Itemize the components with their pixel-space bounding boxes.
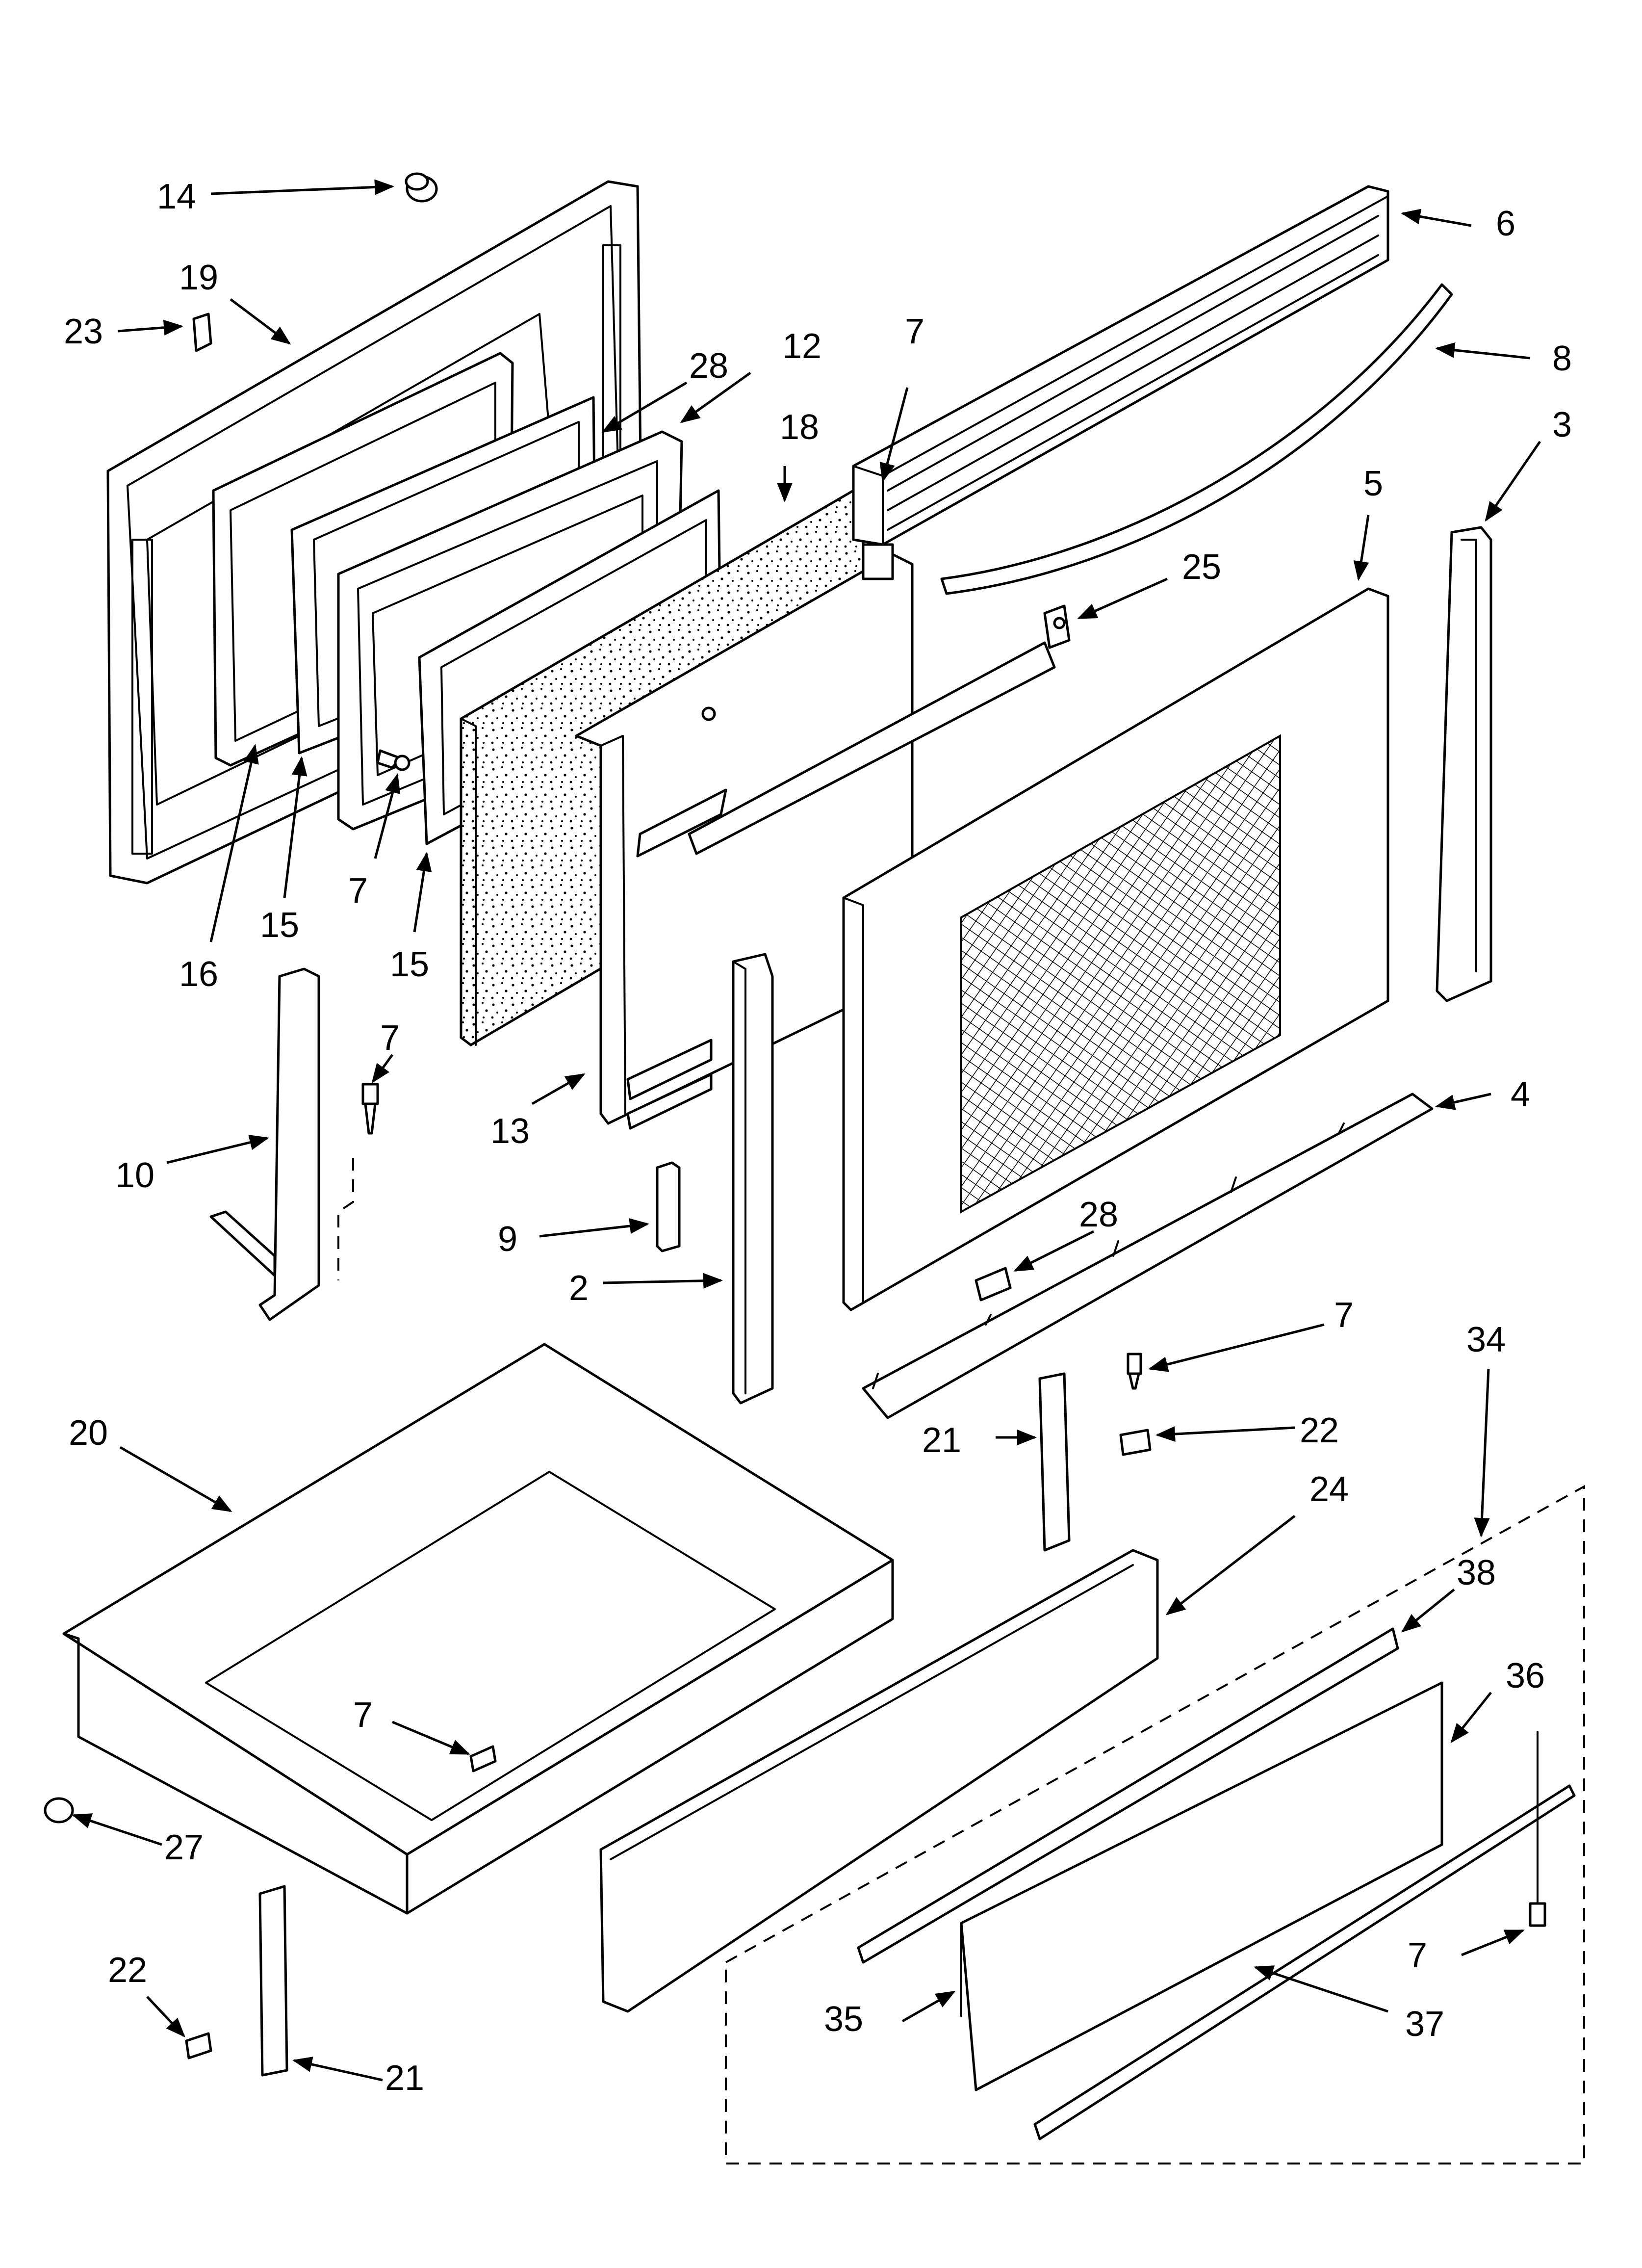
callout-14: 14 (157, 177, 196, 216)
callout-labels: 14 19 23 28 12 7 18 6 8 3 5 25 16 15 7 1… (64, 177, 1572, 2098)
right-side-trim-part (1436, 526, 1492, 1002)
inner-door-panel-part (575, 553, 1056, 1130)
callout-24: 24 (1309, 1470, 1349, 1509)
bumper-part (405, 172, 438, 203)
callout-16: 16 (179, 955, 218, 994)
screw-part (1127, 1353, 1142, 1390)
callout-28: 28 (1079, 1195, 1118, 1234)
callout-38: 38 (1457, 1553, 1496, 1592)
clip-part (192, 313, 212, 352)
callout-10: 10 (115, 1156, 154, 1195)
drawer-panel-part (960, 1681, 1443, 2091)
callout-7: 7 (348, 871, 368, 911)
hinge-strip-part (1038, 1372, 1071, 1552)
callout-20: 20 (69, 1413, 108, 1453)
screw-part (361, 1083, 379, 1135)
callout-19: 19 (179, 258, 218, 297)
door-handle-part (940, 283, 1453, 595)
callout-21: 21 (922, 1421, 961, 1460)
callout-18: 18 (780, 408, 819, 447)
callout-22: 22 (108, 1951, 147, 1990)
callout-7: 7 (1334, 1296, 1354, 1335)
callout-37: 37 (1405, 2005, 1444, 2044)
drawer-rail-part (857, 1627, 1399, 1964)
callout-34: 34 (1466, 1320, 1506, 1359)
callout-28: 28 (689, 346, 728, 386)
trim-kit-boundary (725, 1485, 1585, 2164)
callout-21: 21 (385, 2059, 424, 2098)
screw-part (1529, 1731, 1546, 1927)
callout-15: 15 (260, 906, 299, 945)
screw-part (469, 1745, 497, 1773)
lower-left-bracket-part (258, 1885, 288, 2077)
outer-door-panel-part (842, 587, 1389, 1311)
callout-27: 27 (164, 1828, 204, 1867)
drawer-front-part (599, 1549, 1159, 2013)
screw-part (1119, 1429, 1152, 1456)
callout-2: 2 (569, 1269, 589, 1308)
screw-part (376, 749, 410, 771)
screw-part (185, 2032, 212, 2059)
callout-6: 6 (1496, 204, 1515, 243)
bottom-door-rail-part (862, 1093, 1434, 1419)
callout-25: 25 (1182, 547, 1221, 587)
callout-23: 23 (64, 312, 103, 351)
callout-7: 7 (353, 1695, 373, 1735)
hinge-bracket-part (1043, 604, 1071, 649)
callout-13: 13 (490, 1112, 530, 1151)
callout-35: 35 (824, 2000, 863, 2039)
callout-15: 15 (390, 945, 429, 984)
callout-7: 7 (1408, 1936, 1427, 1975)
vent-trim-part (852, 185, 1389, 580)
callout-12: 12 (782, 327, 821, 366)
callout-4: 4 (1511, 1075, 1530, 1114)
left-upright-part (732, 953, 774, 1405)
drawer-body-part (62, 1343, 894, 1915)
callout-36: 36 (1506, 1656, 1545, 1695)
spacer-block-part (656, 1161, 681, 1252)
callout-5: 5 (1363, 464, 1383, 503)
door-bracket-part (975, 1267, 1012, 1302)
callout-7: 7 (380, 1018, 400, 1058)
left-bracket-part (209, 967, 354, 1321)
callout-22: 22 (1300, 1411, 1339, 1450)
bottom-trim-part (1033, 1784, 1576, 2140)
callout-7: 7 (905, 312, 924, 351)
drawer-glide-part (44, 1797, 74, 1824)
callout-9: 9 (498, 1220, 517, 1259)
callout-8: 8 (1552, 339, 1572, 378)
leader-lines (72, 179, 1541, 2082)
callout-3: 3 (1552, 405, 1572, 444)
